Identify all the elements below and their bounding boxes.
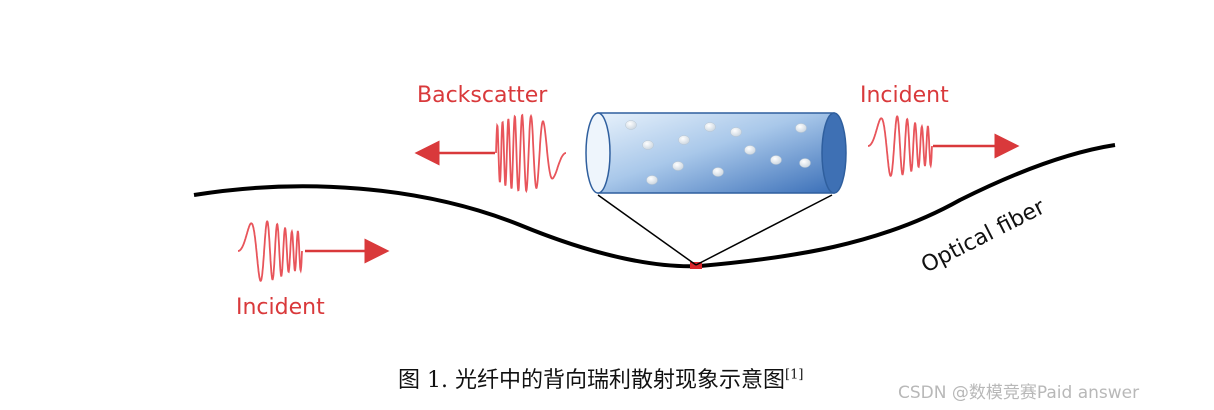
watermark: CSDN @数模竞赛Paid answer <box>898 383 1140 403</box>
scatter-point <box>690 262 702 269</box>
caption-text: 光纤中的背向瑞利散射现象示意图 <box>454 368 785 393</box>
figure-caption: 图 1. 光纤中的背向瑞利散射现象示意图[1] <box>398 362 803 394</box>
scattering-particles <box>625 120 811 185</box>
incident-label-bottom: Incident <box>236 295 325 320</box>
zoom-line-right <box>695 194 833 266</box>
caption-prefix: 图 1. <box>398 368 448 393</box>
optical-fiber-label: Optical fiber <box>917 194 1050 278</box>
fiber-segment-cylinder <box>585 112 847 194</box>
incident-wave-top <box>867 115 933 177</box>
backscatter-label: Backscatter <box>417 83 548 108</box>
backscatter-wave <box>495 113 566 194</box>
incident-label-top: Incident <box>860 83 949 108</box>
incident-wave-bottom <box>237 220 303 282</box>
zoom-line-left <box>597 194 697 266</box>
caption-citation: [1] <box>785 367 804 383</box>
